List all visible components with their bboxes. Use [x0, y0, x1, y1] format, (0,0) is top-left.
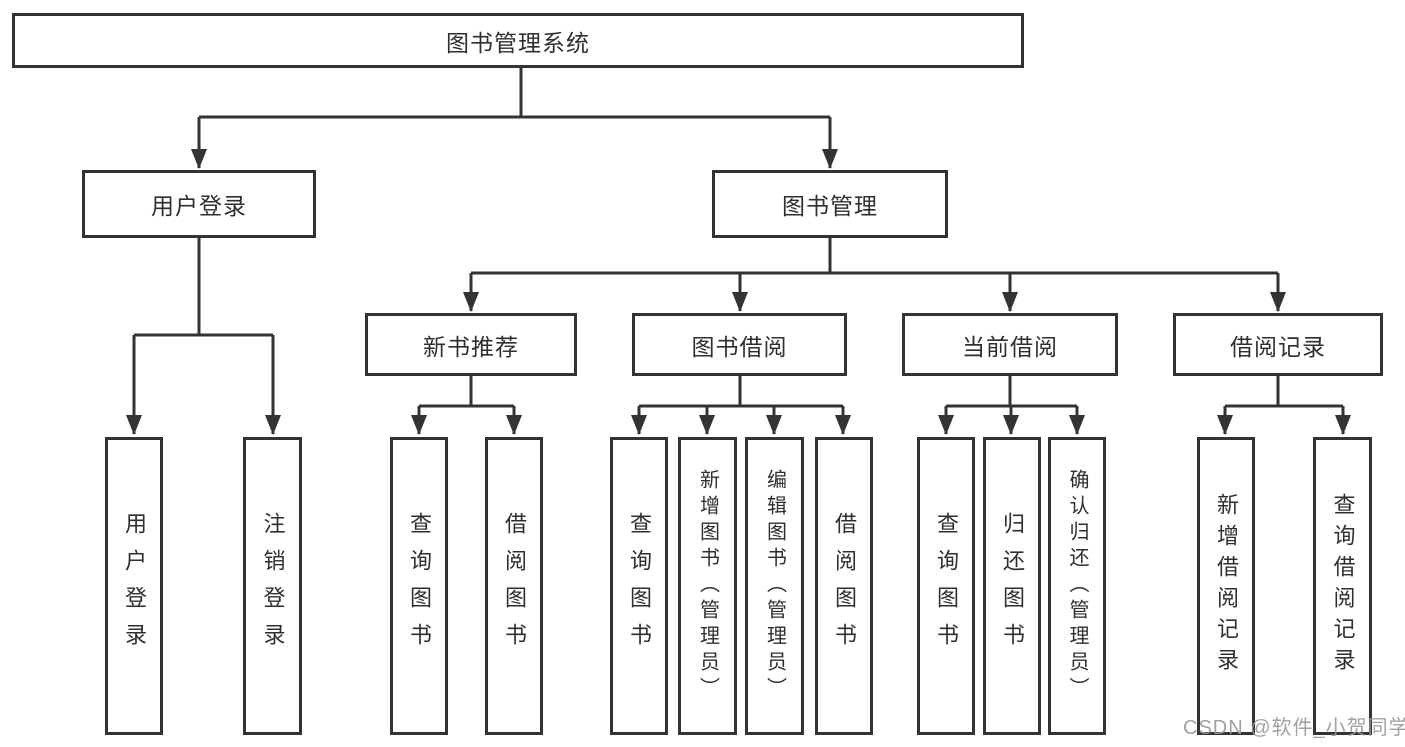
leaf-label: 查询图书 [934, 512, 959, 660]
node-user-login: 用户登录 [82, 170, 316, 238]
leaf-query-books-recommend: 查询图书 [390, 437, 448, 735]
leaf-add-book-admin: 新增图书（管理员） [678, 437, 737, 735]
leaf-user-login: 用户登录 [105, 437, 163, 735]
node-book-borrow: 图书借阅 [632, 313, 847, 376]
leaf-label: 查询图书 [407, 512, 432, 660]
leaf-borrow-books: 借阅图书 [815, 437, 873, 735]
leaf-label: 用户登录 [122, 512, 147, 660]
node-borrow-records: 借阅记录 [1173, 313, 1383, 376]
leaf-label: 查询图书 [627, 512, 652, 660]
leaf-label: 新增借阅记录 [1214, 493, 1239, 679]
leaf-label: 归还图书 [1000, 512, 1025, 660]
leaf-label: 查询借阅记录 [1330, 493, 1356, 679]
leaf-add-borrow-record: 新增借阅记录 [1197, 437, 1255, 735]
watermark: CSDN @软件_小贺同学 [1183, 717, 1405, 739]
node-current-borrow: 当前借阅 [902, 313, 1118, 376]
leaf-borrow-books-recommend: 借阅图书 [485, 437, 543, 735]
leaf-label: 新增图书（管理员） [696, 469, 719, 703]
leaf-label: 注销登录 [260, 512, 286, 660]
leaf-return-book: 归还图书 [983, 437, 1041, 735]
leaf-query-books-borrow: 查询图书 [610, 437, 668, 735]
leaf-query-books-current: 查询图书 [917, 437, 975, 735]
leaf-confirm-return-admin: 确认归还（管理员） [1048, 437, 1106, 735]
leaf-label: 借阅图书 [832, 512, 857, 660]
leaf-label: 确认归还（管理员） [1066, 469, 1088, 703]
leaf-label: 借阅图书 [502, 512, 527, 660]
node-root: 图书管理系统 [12, 13, 1024, 68]
leaf-label: 编辑图书（管理员） [763, 469, 786, 703]
node-new-book-recommend: 新书推荐 [365, 313, 577, 376]
node-book-management: 图书管理 [712, 170, 948, 238]
leaf-logout: 注销登录 [243, 437, 302, 735]
leaf-query-borrow-record: 查询借阅记录 [1313, 437, 1372, 735]
leaf-edit-book-admin: 编辑图书（管理员） [745, 437, 804, 735]
